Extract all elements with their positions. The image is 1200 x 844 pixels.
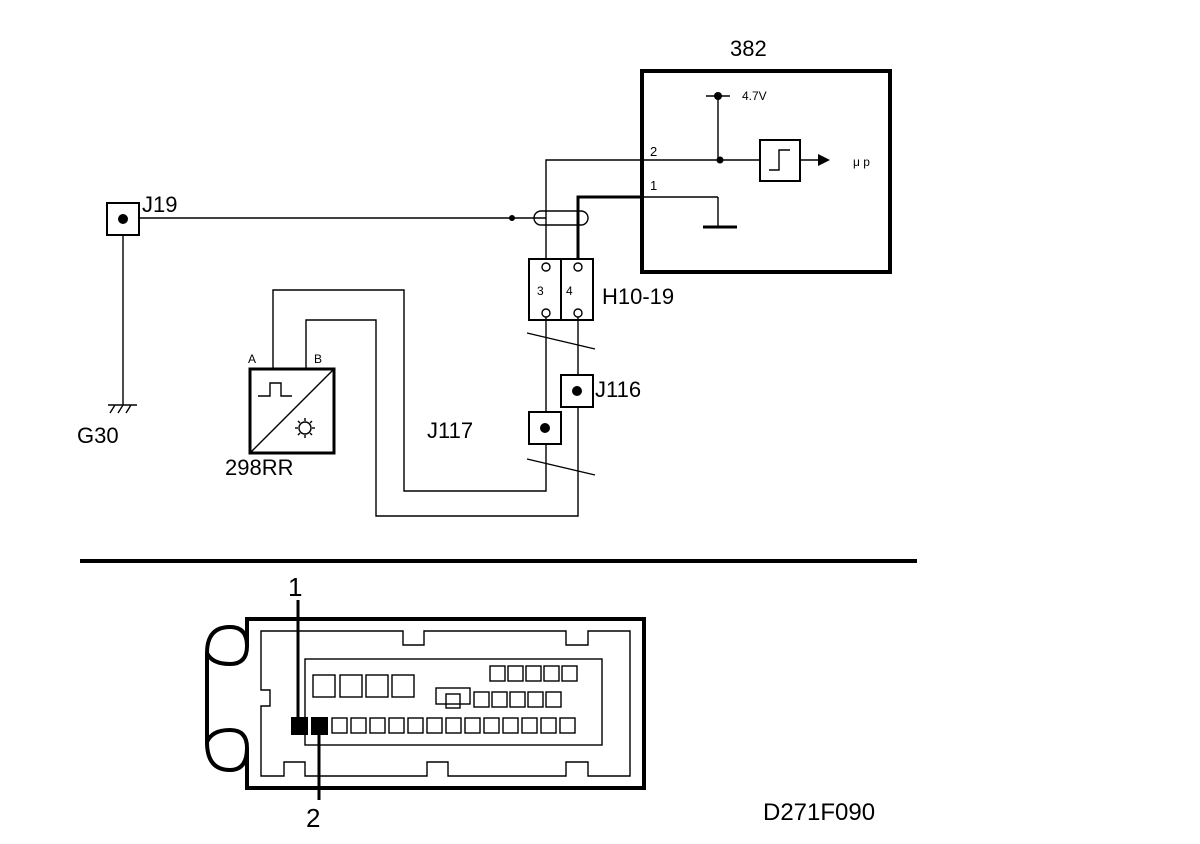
pulse-icon bbox=[258, 382, 292, 397]
sensor-pin-a-label: A bbox=[248, 352, 256, 366]
ecu-pin1-label: 1 bbox=[650, 178, 657, 193]
large-cavity-2 bbox=[339, 674, 363, 698]
wire-sensor-a bbox=[272, 289, 547, 492]
ground-hatch-3 bbox=[125, 404, 132, 414]
mu-p-label: μ p bbox=[853, 155, 870, 169]
large-cavity-3 bbox=[365, 674, 389, 698]
sensor-label: 298RR bbox=[225, 455, 293, 480]
j117-label: J117 bbox=[427, 418, 473, 443]
wire-pin2 bbox=[545, 159, 642, 259]
pin-1-filled bbox=[291, 717, 308, 735]
cavity-row-top bbox=[489, 665, 578, 682]
pin2-junction bbox=[716, 156, 724, 164]
h-pin4-bottom bbox=[573, 308, 583, 318]
ecu-pin2-label: 2 bbox=[650, 144, 657, 159]
output-arrow-icon bbox=[818, 154, 830, 166]
sensor-diagonal bbox=[249, 368, 335, 454]
sensor-pin-b-label: B bbox=[314, 352, 322, 366]
wire-sensor-b bbox=[305, 319, 579, 517]
shield-junction bbox=[509, 215, 515, 221]
sensor-wires bbox=[272, 289, 579, 517]
ecu-feed-wires bbox=[545, 159, 642, 259]
j116-pin bbox=[572, 386, 582, 396]
h10-19-connector: 3 4 H10-19 bbox=[526, 258, 674, 476]
supply-node bbox=[714, 92, 722, 100]
ecu-382: 382 4.7V 2 μ p 1 bbox=[640, 36, 892, 274]
wire-pin1 bbox=[576, 195, 642, 259]
cavity-row-middle bbox=[435, 687, 562, 709]
large-cavity-1 bbox=[312, 674, 336, 698]
schmitt-symbol bbox=[769, 149, 790, 171]
h-pin4-top bbox=[573, 262, 583, 272]
cavity-row-bottom bbox=[291, 717, 576, 735]
j117-pin bbox=[540, 423, 550, 433]
harness-slash-top bbox=[526, 332, 596, 350]
ground-hatch-2 bbox=[117, 404, 124, 414]
h-pin4-label: 4 bbox=[566, 284, 573, 298]
connector-shell bbox=[205, 617, 646, 790]
h10-19-label: H10-19 bbox=[602, 284, 674, 309]
j19-g30: J19 G30 bbox=[77, 192, 589, 448]
h-pin3-top bbox=[541, 262, 551, 272]
harness-slash-bottom bbox=[526, 458, 596, 476]
ecu-label: 382 bbox=[730, 36, 767, 61]
ground-hatch-1 bbox=[109, 404, 116, 414]
j116-label: J116 bbox=[595, 377, 641, 402]
callout-2-label: 2 bbox=[306, 803, 320, 833]
large-cavity-4 bbox=[391, 674, 415, 698]
h-pin3-label: 3 bbox=[537, 284, 544, 298]
figure-code: D271F090 bbox=[763, 799, 875, 826]
j19-pin bbox=[118, 214, 128, 224]
sensor-box bbox=[248, 367, 336, 455]
j117-connector bbox=[528, 411, 562, 445]
ecu-connector-face: 1 2 bbox=[205, 572, 646, 833]
pin-2-filled bbox=[311, 717, 328, 735]
latch-top bbox=[205, 624, 249, 654]
schmitt-trigger bbox=[759, 139, 801, 182]
ecu-box bbox=[640, 69, 892, 274]
connector-inner-outline bbox=[260, 630, 631, 777]
latch-bottom bbox=[205, 741, 249, 773]
h-pin3-bottom bbox=[541, 308, 551, 318]
sensor-298rr: A B 298RR bbox=[225, 352, 336, 480]
voltage-label: 4.7V bbox=[742, 89, 767, 103]
shield-braid bbox=[533, 210, 589, 226]
callout-1-label: 1 bbox=[288, 572, 302, 602]
junction-connectors: J116 J117 bbox=[427, 374, 641, 445]
j19-label: J19 bbox=[142, 192, 177, 217]
pin-field bbox=[304, 658, 603, 746]
g30-label: G30 bbox=[77, 423, 119, 448]
gear-icon bbox=[295, 418, 315, 438]
